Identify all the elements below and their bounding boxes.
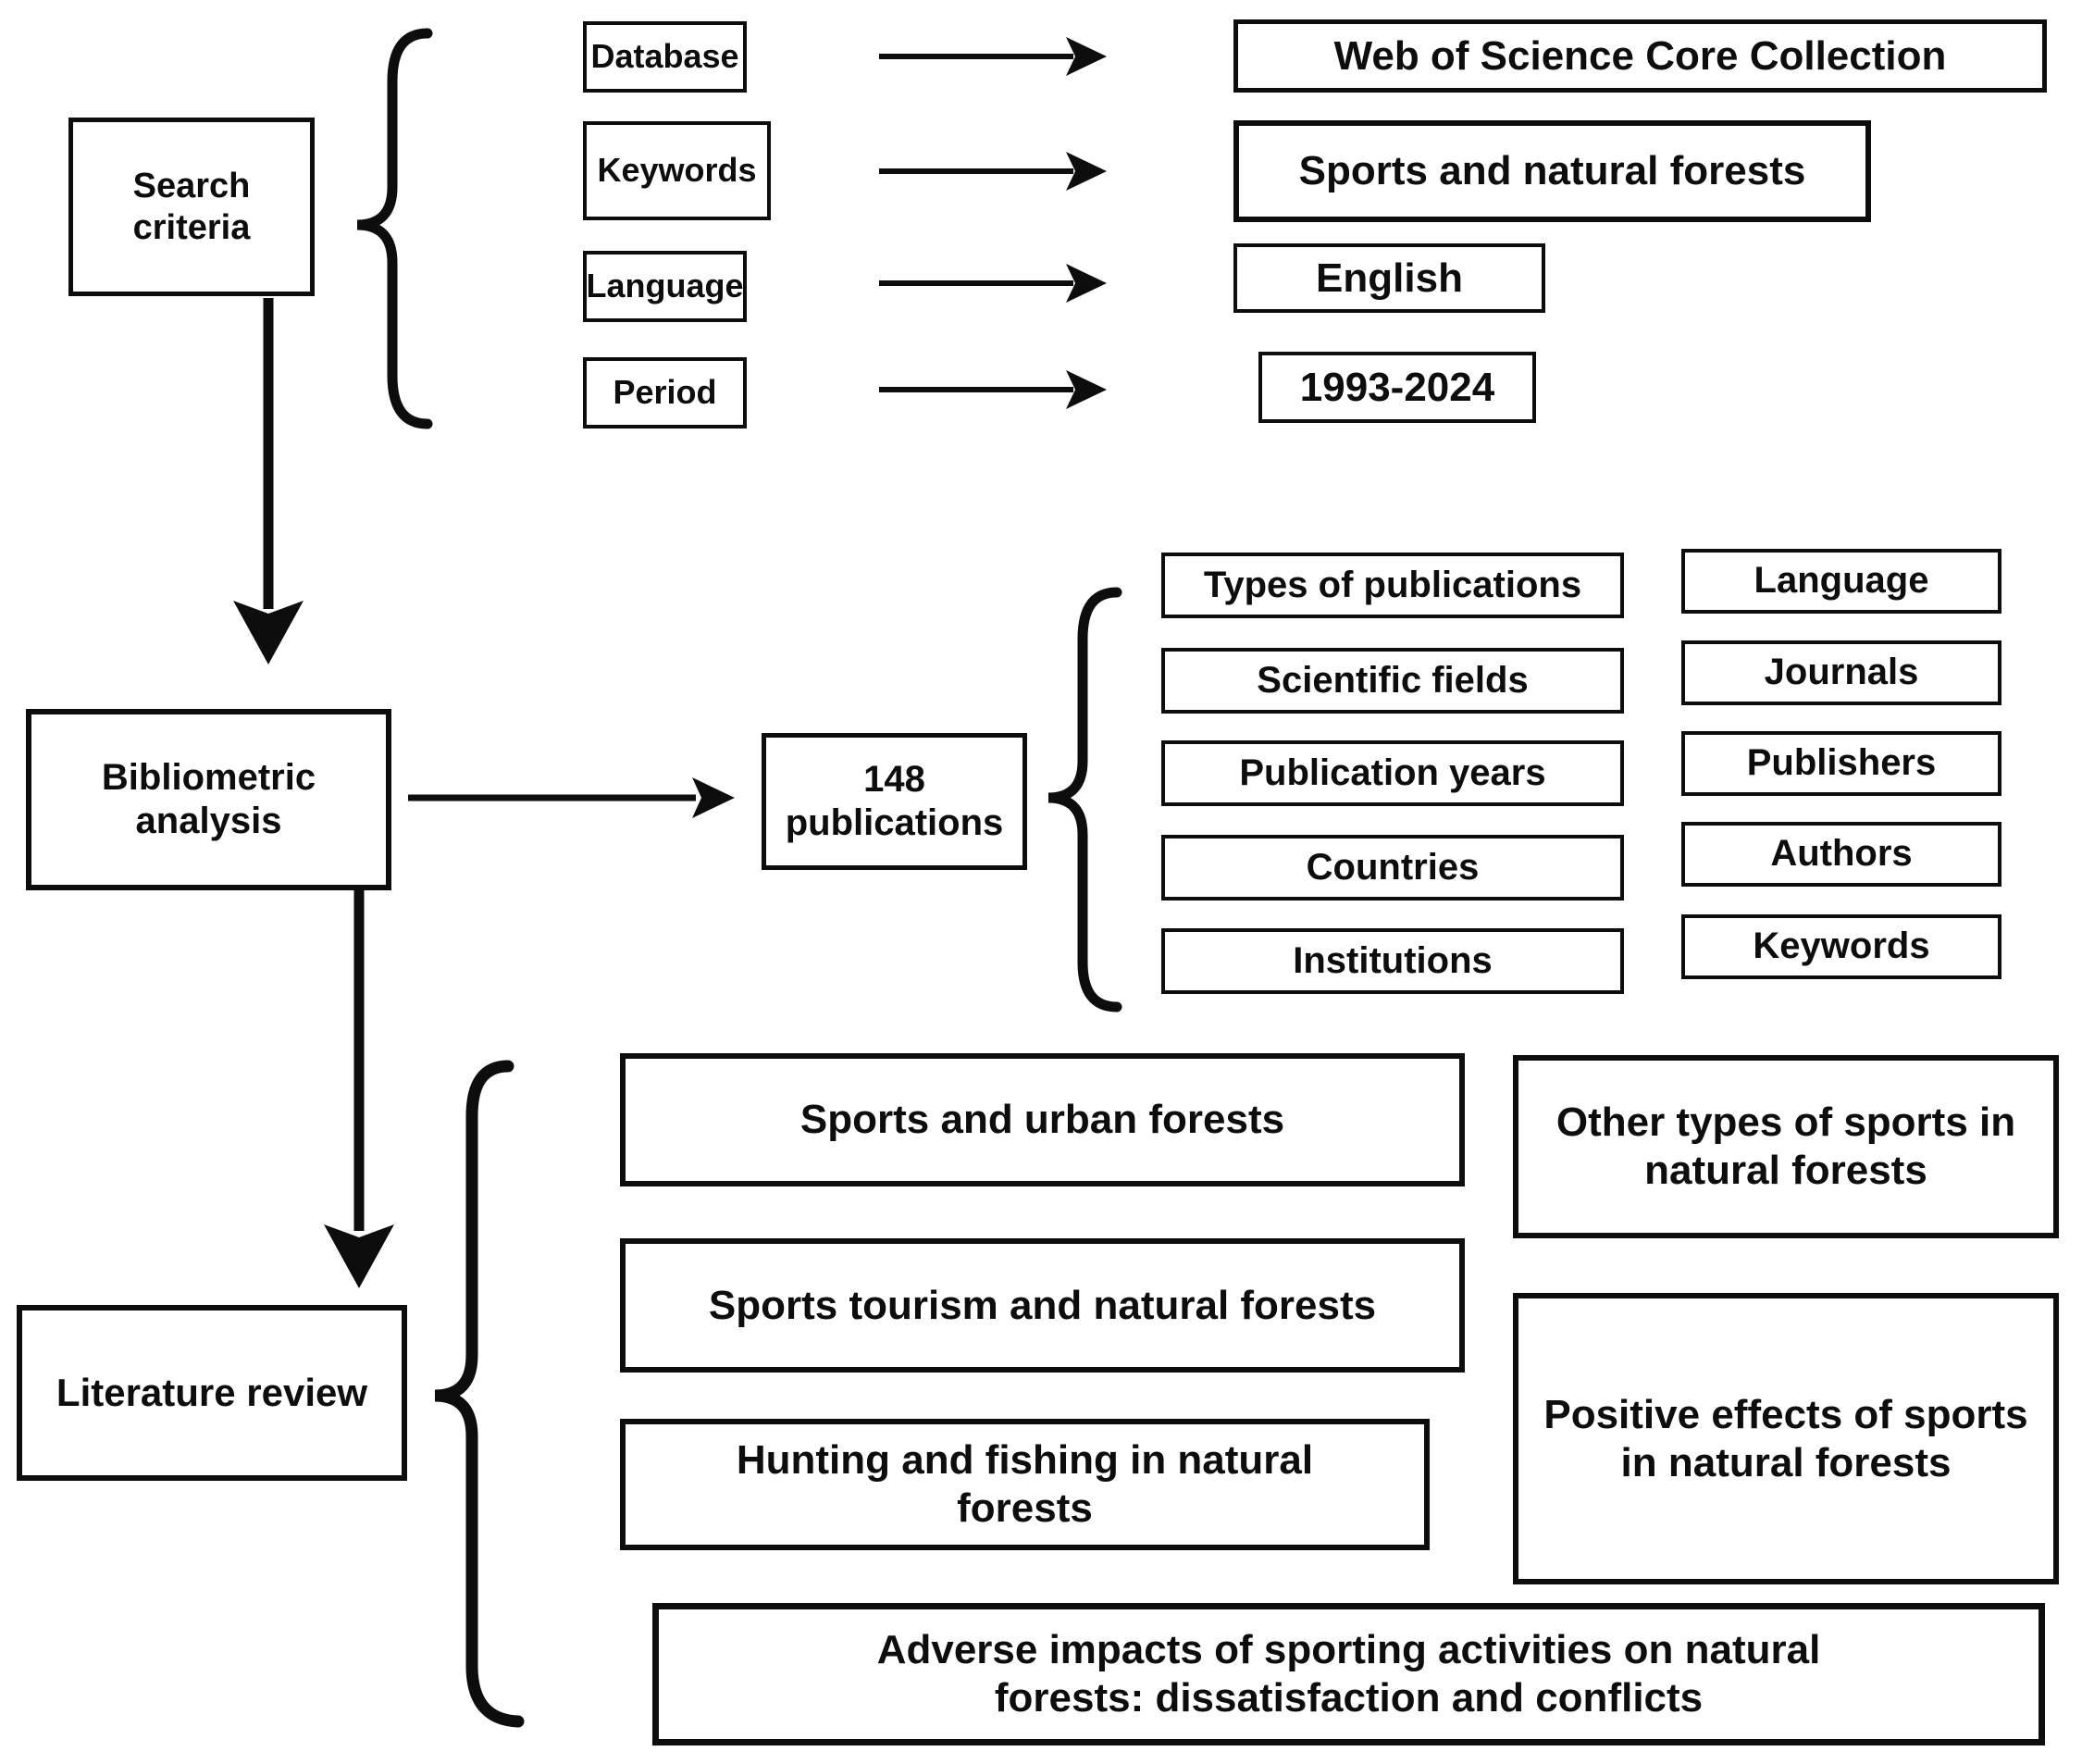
publications-count-box: 148 publications xyxy=(762,733,1027,870)
aspect-authors: Authors xyxy=(1681,822,2001,887)
topic-hunting-fishing-label: Hunting and fishing in natural forests xyxy=(736,1437,1314,1531)
criteria-label-keywords: Keywords xyxy=(583,121,771,220)
topic-sports-tourism: Sports tourism and natural forests xyxy=(620,1238,1465,1373)
arrow-database-to-value xyxy=(879,37,1107,76)
criteria-value-language: English xyxy=(1233,243,1545,313)
topic-adverse-impacts: Adverse impacts of sporting activities o… xyxy=(652,1603,2045,1745)
topic-adverse-impacts-label: Adverse impacts of sporting activities o… xyxy=(876,1627,1821,1721)
arrow-bibliometric-to-publications xyxy=(408,777,735,818)
topic-positive-effects: Positive effects of sports in natural fo… xyxy=(1513,1293,2059,1584)
aspect-countries: Countries xyxy=(1161,835,1624,901)
aspect-keywords: Keywords xyxy=(1681,914,2001,979)
search-criteria-box: Search criteria xyxy=(68,118,315,296)
criteria-value-database: Web of Science Core Collection xyxy=(1233,19,2047,93)
aspect-publishers: Publishers xyxy=(1681,731,2001,796)
brace-literature-topics xyxy=(434,1060,525,1728)
aspect-scientific-fields: Scientific fields xyxy=(1161,648,1624,714)
arrow-keywords-to-value xyxy=(879,152,1107,191)
aspect-language: Language xyxy=(1681,549,2001,614)
aspect-publication-years: Publication years xyxy=(1161,740,1624,806)
topic-sports-urban-forests: Sports and urban forests xyxy=(620,1053,1465,1186)
criteria-label-database: Database xyxy=(583,21,747,93)
criteria-label-language: Language xyxy=(583,251,747,322)
criteria-label-period: Period xyxy=(583,357,747,429)
arrow-period-to-value xyxy=(879,370,1107,409)
aspect-journals: Journals xyxy=(1681,640,2001,705)
arrow-search-to-bibliometric xyxy=(233,298,304,665)
topic-hunting-fishing: Hunting and fishing in natural forests xyxy=(620,1419,1430,1550)
criteria-value-period: 1993-2024 xyxy=(1258,352,1536,423)
publications-count: 148 xyxy=(863,758,925,800)
bibliometric-analysis-box: Bibliometric analysis xyxy=(26,709,391,890)
topic-other-sports: Other types of sports in natural forests xyxy=(1513,1055,2059,1238)
topic-other-sports-label: Other types of sports in natural forests xyxy=(1555,1099,2016,1193)
literature-review-box: Literature review xyxy=(17,1305,407,1481)
arrow-language-to-value xyxy=(879,264,1107,303)
criteria-value-keywords: Sports and natural forests xyxy=(1233,120,1871,222)
topic-positive-effects-label: Positive effects of sports in natural fo… xyxy=(1543,1391,2028,1485)
brace-search-criteria xyxy=(356,28,433,429)
aspect-institutions: Institutions xyxy=(1161,928,1624,994)
brace-publications-aspects xyxy=(1047,587,1122,1012)
publications-unit: publications xyxy=(785,802,1004,843)
arrow-bibliometric-to-literature xyxy=(324,890,394,1288)
aspect-types-of-publications: Types of publications xyxy=(1161,553,1624,618)
